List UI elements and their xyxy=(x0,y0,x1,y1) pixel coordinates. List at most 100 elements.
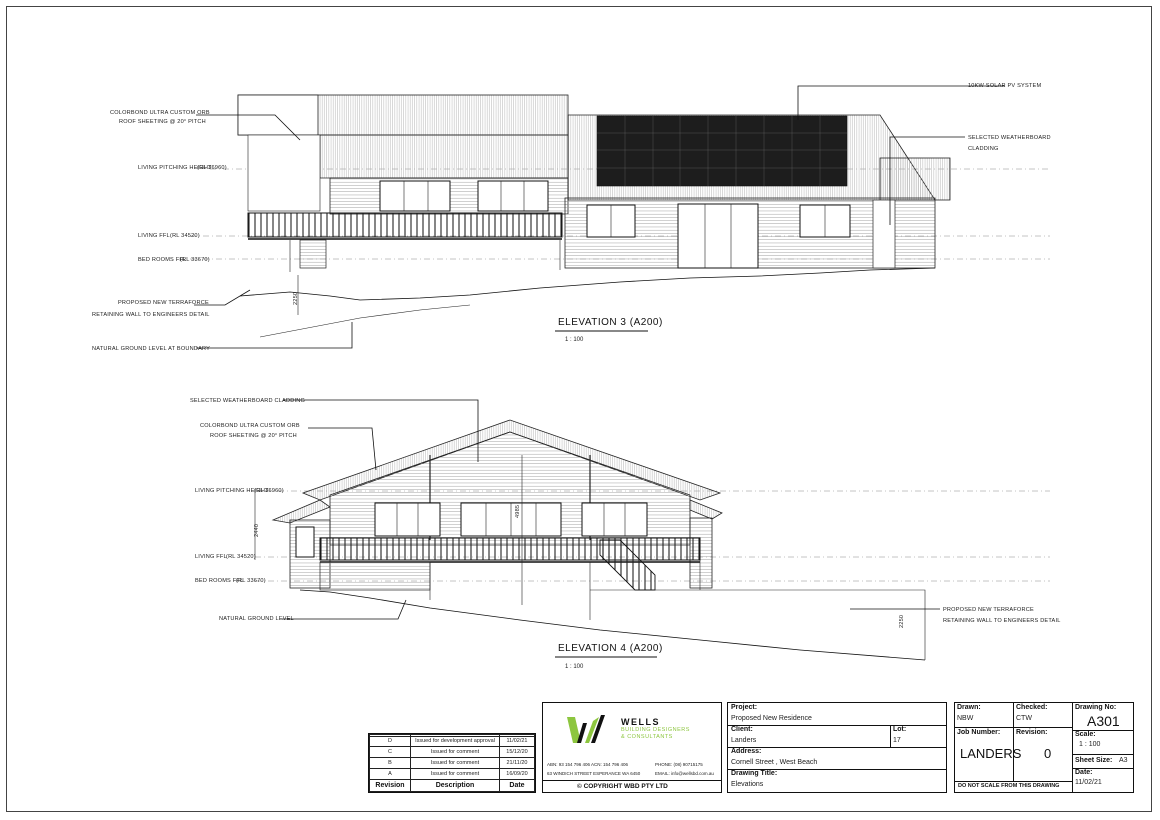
deck-stairs xyxy=(299,239,327,269)
e4-title: ELEVATION 4 (A200) xyxy=(558,643,663,654)
e4-note-roof-1: COLORBOND ULTRA CUSTOM ORB xyxy=(200,423,300,429)
revision-label: Revision: xyxy=(1016,729,1048,736)
copyright: © COPYRIGHT WBD PTY LTD xyxy=(577,783,668,790)
e4-note-roof-2: ROOF SHEETING @ 20° PITCH xyxy=(210,433,297,439)
client-label: Client: xyxy=(731,726,753,733)
sliding-door xyxy=(677,203,759,269)
e3-note-pitch: LIVING PITCHING HEIGHT xyxy=(138,165,212,171)
address-value: Cornell Street , West Beach xyxy=(731,759,818,766)
ground-line-e3 xyxy=(239,267,936,301)
checked-value: CTW xyxy=(1016,715,1032,722)
side-roof-right xyxy=(689,499,723,520)
e4-dim-3: 2250 xyxy=(899,615,905,628)
elevation-3: COLORBOND ULTRA CUSTOM ORB ROOF SHEETING… xyxy=(92,83,1051,352)
elevation-4: SELECTED WEATHERBOARD CLADDING COLORBOND… xyxy=(190,398,1061,670)
project-block: Project: Proposed New Residence Client: … xyxy=(727,702,947,793)
company-sub-2: & CONSULTANTS xyxy=(621,734,673,740)
lot-label: Lot: xyxy=(893,726,907,733)
drawn-label: Drawn: xyxy=(957,704,981,711)
side-roof xyxy=(879,157,951,201)
drawing-info-block: Drawn: NBW Checked: CTW Job Number: LAND… xyxy=(954,702,1134,793)
sheet-border xyxy=(6,6,1152,812)
company-email: EMAIL: info@wellsbd.com.au xyxy=(655,771,714,776)
date-value: 11/02/21 xyxy=(1075,779,1102,786)
e3-note-retain-2: RETAINING WALL TO ENGINEERS DETAIL xyxy=(92,312,210,318)
company-abn: ABN: 93 154 796 406 ACN: 154 796 406 xyxy=(547,762,629,767)
company-address: 63 WINDICH STREET ESPERANCE WA 6450 xyxy=(547,771,641,776)
lot-value: 17 xyxy=(893,737,901,744)
e4-note-retain-1: PROPOSED NEW TERRAFORCE xyxy=(943,607,1034,613)
client-value: Landers xyxy=(731,737,757,744)
e3-title: ELEVATION 3 (A200) xyxy=(558,317,663,328)
drawing-no-value: A301 xyxy=(1087,713,1120,729)
e4-dim-1: 2440 xyxy=(254,524,260,537)
company-sub-1: BUILDING DESIGNERS xyxy=(621,727,690,733)
solar-pv-array xyxy=(596,115,848,187)
living-window-right xyxy=(477,180,549,212)
e4-scale: 1 : 100 xyxy=(565,664,584,670)
e4-note-pitch: LIVING PITCHING HEIGHT xyxy=(195,488,269,494)
company-phone: PHONE: (08) 90715175 xyxy=(655,762,703,767)
e3-note-roof-1: COLORBOND ULTRA CUSTOM ORB xyxy=(110,110,210,116)
company-name: WELLS xyxy=(621,717,660,727)
scale-value: 1 : 100 xyxy=(1079,741,1101,748)
e3-note-clad-2: CLADDING xyxy=(968,146,999,152)
living-wing-wall xyxy=(247,134,321,212)
e3-note-ngl: NATURAL GROUND LEVEL AT BOUNDARY xyxy=(92,346,210,352)
e4-note-bed: BED ROOMS FFL xyxy=(195,578,243,584)
project-label: Project: xyxy=(731,704,758,711)
e4-note-living: LIVING FFL xyxy=(195,554,227,560)
do-not-scale-note: DO NOT SCALE FROM THIS DRAWING xyxy=(958,783,1060,789)
deck-balustrade xyxy=(247,212,563,238)
date-label: Date: xyxy=(1075,769,1093,776)
drawn-value: NBW xyxy=(957,715,974,722)
address-label: Address: xyxy=(731,748,762,755)
e3-note-living: LIVING FFL xyxy=(138,233,170,239)
side-roof-left xyxy=(271,499,331,524)
e3-note-bed: BED ROOMS FFL xyxy=(138,257,186,263)
e3-note-solar: 10KW SOLAR PV SYSTEM xyxy=(968,83,1041,89)
e3-scale: 1 : 100 xyxy=(565,337,584,343)
e4-note-clad: SELECTED WEATHERBOARD CLADDING xyxy=(190,398,305,404)
side-wall xyxy=(872,199,896,269)
drawing-no-label: Drawing No: xyxy=(1075,704,1117,711)
company-block: WELLS BUILDING DESIGNERS & CONSULTANTS A… xyxy=(542,702,722,793)
e4-note-pitch-rl: (RL 36960) xyxy=(254,488,284,494)
checked-label: Checked: xyxy=(1016,704,1048,711)
e4-lower-wall xyxy=(319,561,431,591)
sheet-size-label: Sheet Size: xyxy=(1075,757,1113,764)
revision-value: 0 xyxy=(1044,746,1052,761)
e4-note-living-rl: (RL 34520) xyxy=(226,554,256,560)
job-value: LANDERS xyxy=(960,746,1022,761)
e4-window-right xyxy=(581,502,648,537)
e3-note-bed-rl: (RL 33670) xyxy=(180,257,210,263)
e3-note-roof-2: ROOF SHEETING @ 20° PITCH xyxy=(119,119,206,125)
e3-note-pitch-rl: (RL 36960) xyxy=(197,165,227,171)
project-value: Proposed New Residence xyxy=(731,715,812,722)
e3-note-retain-1: PROPOSED NEW TERRAFORCE xyxy=(118,300,209,306)
e4-note-retain-2: RETAINING WALL TO ENGINEERS DETAIL xyxy=(943,618,1061,624)
e4-note-bed-rl: (RL 33670) xyxy=(236,578,266,584)
drawing-title-label: Drawing Title: xyxy=(731,770,778,777)
living-roof-lower xyxy=(319,134,569,179)
wells-logo-icon xyxy=(567,715,605,743)
e3-dim: 2250 xyxy=(293,292,299,305)
e3-note-clad-1: SELECTED WEATHERBOARD xyxy=(968,135,1051,141)
e4-window-left xyxy=(374,502,441,537)
drawing-title-value: Elevations xyxy=(731,781,764,788)
job-label: Job Number: xyxy=(957,729,1001,736)
e3-note-living-rl: (RL 34520) xyxy=(170,233,200,239)
e4-dim-2: 4985 xyxy=(515,505,521,518)
scale-label: Scale: xyxy=(1075,731,1096,738)
e4-deck-balustrade xyxy=(319,537,701,561)
sheet-size-value: A3 xyxy=(1119,757,1128,764)
living-window-left xyxy=(379,180,451,212)
